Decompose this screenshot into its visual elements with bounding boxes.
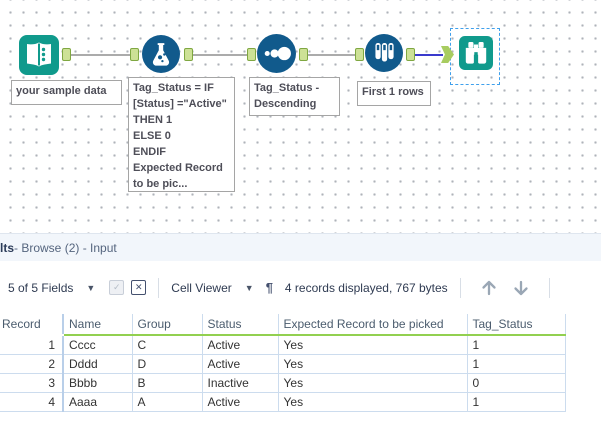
select-all-checkbox-icon[interactable]: ✓ xyxy=(109,280,125,295)
table-cell[interactable]: Active xyxy=(202,334,279,355)
table-cell[interactable]: 1 xyxy=(467,392,566,412)
table-cell[interactable]: B xyxy=(132,373,203,393)
table-cell[interactable]: Inactive xyxy=(202,373,279,393)
output-anchor-formula[interactable] xyxy=(184,48,193,61)
connection-sort-sample[interactable] xyxy=(308,54,356,56)
tool-sort[interactable] xyxy=(257,34,296,73)
sample-testtubes-icon xyxy=(365,34,403,72)
arrow-down-icon[interactable] xyxy=(511,278,531,298)
tool-browse[interactable] xyxy=(459,36,493,70)
table-cell[interactable]: C xyxy=(132,334,203,355)
table-cell[interactable]: Dddd xyxy=(63,354,133,374)
annotation-input[interactable]: your sample data xyxy=(11,80,122,105)
table-cell[interactable]: Yes xyxy=(278,392,468,412)
browse-binoculars-icon xyxy=(459,36,493,70)
table-cell[interactable]: Yes xyxy=(278,354,468,374)
toolbar-divider xyxy=(158,277,160,298)
table-cell[interactable]: Yes xyxy=(278,373,468,393)
annotation-sort[interactable]: Tag_Status - Descending xyxy=(249,77,340,116)
fields-dropdown[interactable]: 5 of 5 Fields ▼ xyxy=(8,280,96,295)
table-cell[interactable]: Aaaa xyxy=(63,392,133,412)
output-anchor-sort[interactable] xyxy=(299,48,308,61)
connection-formula-sort[interactable] xyxy=(193,54,248,56)
row-number-cell[interactable]: 2 xyxy=(0,354,64,374)
annotation-sample[interactable]: First 1 rows xyxy=(357,81,431,106)
annotation-formula[interactable]: Tag_Status = IF [Status] ="Active" THEN … xyxy=(128,77,235,192)
column-header-tag-status[interactable]: Tag_Status xyxy=(467,314,566,336)
results-toolbar: 5 of 5 Fields ▼ ✓ ✕ Cell Viewer ▼ ¶ 4 re… xyxy=(0,261,601,314)
row-number-cell[interactable]: 3 xyxy=(0,373,64,393)
records-summary: 4 records displayed, 767 bytes xyxy=(284,280,448,295)
table-cell[interactable]: 0 xyxy=(467,373,566,393)
column-header-status[interactable]: Status xyxy=(202,314,279,336)
results-panel: lts - Browse (2) - Input 5 of 5 Fields ▼… xyxy=(0,233,601,429)
input-anchor-formula[interactable] xyxy=(130,48,139,61)
connection-input-formula[interactable] xyxy=(71,54,131,56)
formula-flask-icon xyxy=(142,35,180,73)
connection-sample-browse-selected[interactable] xyxy=(415,54,443,56)
chevron-down-icon: ▼ xyxy=(244,282,254,293)
results-title-breadcrumb: - Browse (2) - Input xyxy=(14,240,117,255)
output-anchor-input[interactable] xyxy=(62,48,71,61)
input-data-icon xyxy=(19,35,59,75)
table-cell[interactable]: A xyxy=(132,392,203,412)
deselect-all-icon[interactable]: ✕ xyxy=(131,280,147,295)
workflow-canvas[interactable]: your sample data Tag_Status = IF [Status… xyxy=(0,0,601,233)
output-anchor-sample[interactable] xyxy=(406,48,415,61)
table-cell[interactable]: D xyxy=(132,354,203,374)
column-header-group[interactable]: Group xyxy=(132,314,203,336)
input-anchor-browse[interactable] xyxy=(441,46,454,63)
toolbar-divider xyxy=(548,277,550,298)
tool-input-data[interactable] xyxy=(19,35,59,75)
table-cell[interactable]: Active xyxy=(202,354,279,374)
table-cell[interactable]: 1 xyxy=(467,334,566,355)
input-anchor-sort[interactable] xyxy=(247,48,256,61)
row-number-cell[interactable]: 1 xyxy=(0,334,64,355)
table-cell[interactable]: Bbbb xyxy=(63,373,133,393)
table-cell[interactable]: 1 xyxy=(467,354,566,374)
results-title-cropped: lts xyxy=(0,240,15,255)
cell-viewer-dropdown[interactable]: Cell Viewer ▼ xyxy=(171,280,254,295)
table-cell[interactable]: Cccc xyxy=(63,334,133,355)
input-anchor-sample[interactable] xyxy=(355,48,364,61)
tool-formula[interactable] xyxy=(142,35,180,73)
column-header-record[interactable]: Record xyxy=(0,314,64,336)
whitespace-toggle-icon[interactable]: ¶ xyxy=(265,280,273,295)
toolbar-divider xyxy=(459,277,461,298)
chevron-down-icon: ▼ xyxy=(86,282,96,293)
column-header-expected-record-to-be-picked[interactable]: Expected Record to be picked xyxy=(278,314,468,336)
column-header-name[interactable]: Name xyxy=(63,314,133,336)
results-titlebar: lts - Browse (2) - Input xyxy=(0,233,601,261)
row-number-cell[interactable]: 4 xyxy=(0,392,64,412)
table-cell[interactable]: Yes xyxy=(278,334,468,355)
arrow-up-icon[interactable] xyxy=(479,278,499,298)
sort-dots-icon xyxy=(257,34,296,73)
table-cell[interactable]: Active xyxy=(202,392,279,412)
tool-sample[interactable] xyxy=(365,34,403,72)
